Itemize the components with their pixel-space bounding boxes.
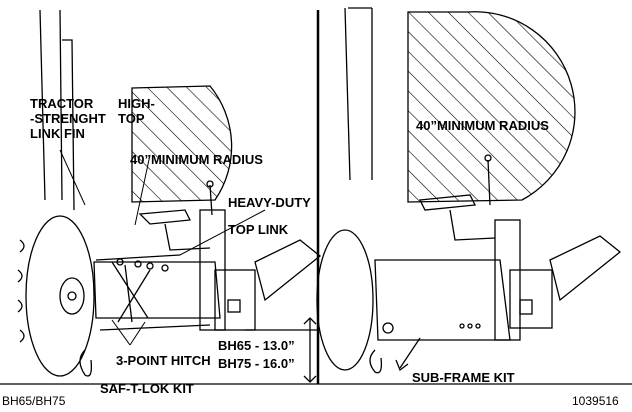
hitch-links-left bbox=[95, 254, 211, 331]
cab-frame-right bbox=[344, 7, 373, 181]
part-number-label: 1039516 bbox=[572, 394, 619, 408]
mainframe-left bbox=[93, 261, 221, 319]
tractor-wheel-right bbox=[316, 229, 374, 371]
left-panel bbox=[0, 9, 322, 385]
leader-lines bbox=[59, 149, 266, 346]
tractor-link-pin-label: TRACTOR -STRENGHT LINK FIN bbox=[30, 96, 106, 141]
boom-left bbox=[254, 239, 322, 302]
radius-zone-right bbox=[407, 11, 576, 203]
seat-right bbox=[418, 194, 496, 241]
min-radius-left-label: 40”MINIMUM RADIUS bbox=[130, 152, 263, 167]
right-panel bbox=[316, 7, 632, 385]
tractor-wheel-left bbox=[25, 215, 95, 377]
column-right bbox=[494, 219, 521, 341]
saf-t-lok-kit-label: SAF-T-LOK KIT bbox=[100, 381, 194, 396]
boom-right bbox=[549, 235, 622, 302]
high-strength-top-label: HIGH- TOP bbox=[118, 96, 155, 126]
sub-frame-kit-label: SUB-FRAME KIT bbox=[412, 370, 515, 385]
bh65-dimension-label: BH65 - 13.0” bbox=[218, 338, 295, 353]
top-link-label: TOP LINK bbox=[228, 222, 289, 237]
valve-block-left bbox=[214, 269, 256, 331]
heavy-duty-label: HEAVY-DUTY bbox=[228, 195, 311, 210]
three-point-hitch-label: 3-POINT HITCH bbox=[116, 353, 211, 368]
model-label: BH65/BH75 bbox=[2, 394, 66, 408]
wheel-hub-left bbox=[59, 277, 85, 315]
min-radius-right-label: 40”MINIMUM RADIUS bbox=[416, 118, 549, 133]
subframe-right bbox=[374, 259, 511, 341]
bh75-dimension-label: BH75 - 16.0” bbox=[218, 356, 295, 371]
valve-block-right bbox=[509, 269, 553, 329]
radius-zone-left bbox=[131, 85, 233, 203]
seat-left bbox=[138, 209, 211, 251]
cab-frame-left bbox=[39, 9, 75, 211]
